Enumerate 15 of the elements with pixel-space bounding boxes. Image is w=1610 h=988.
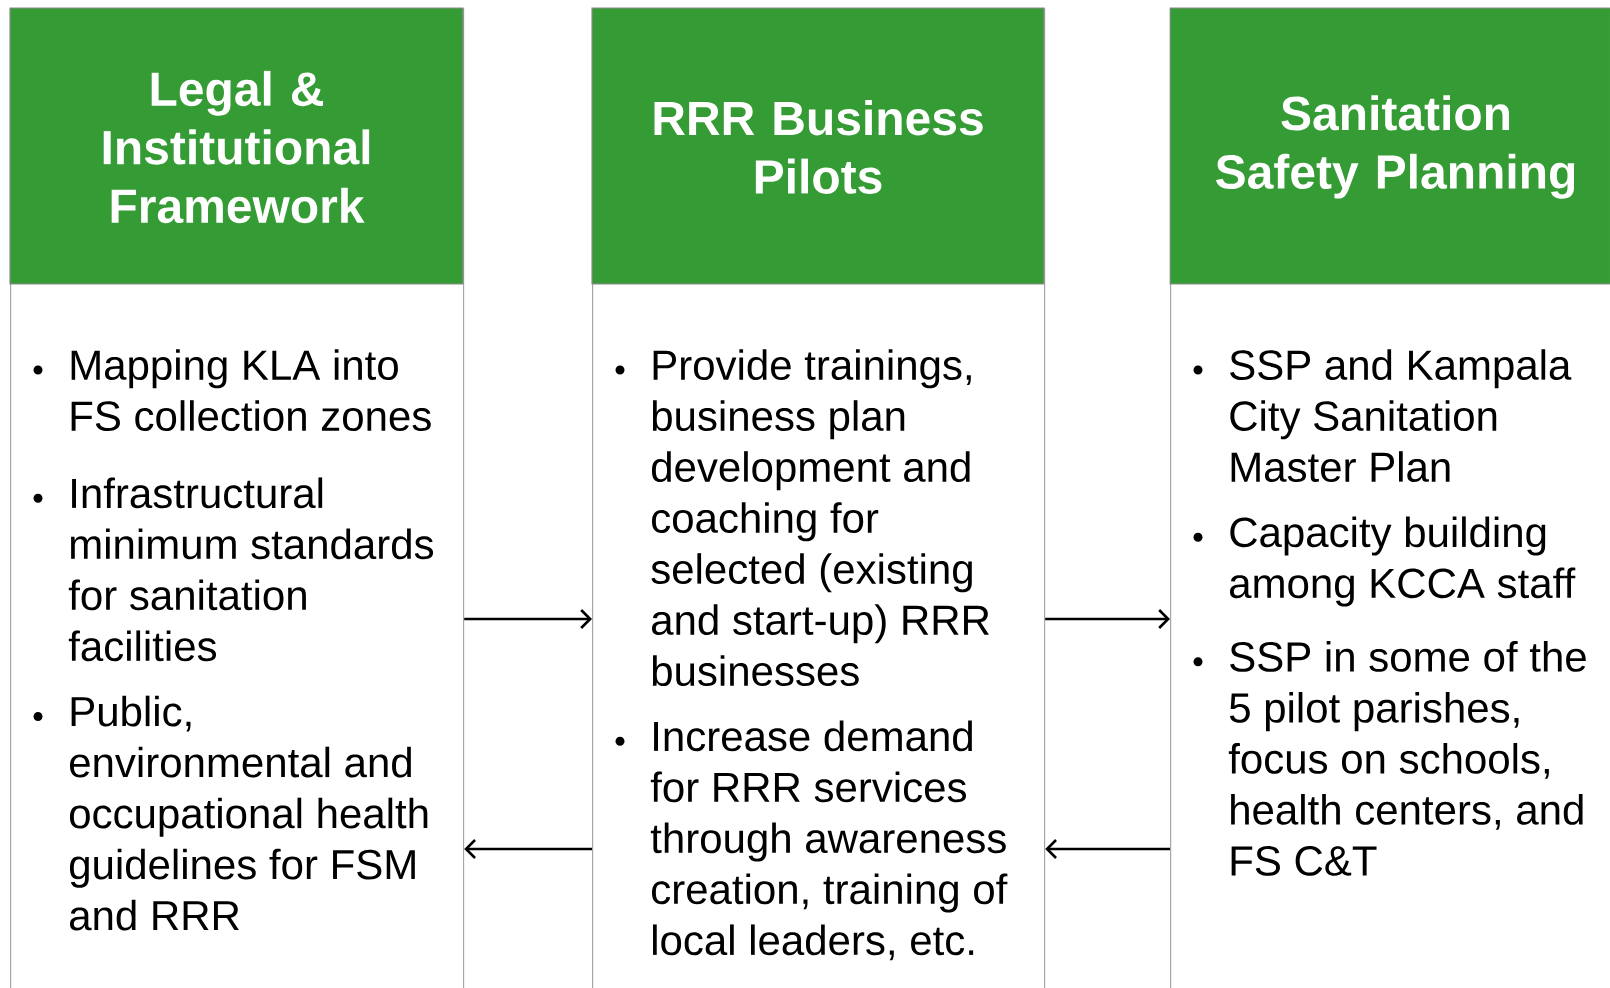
- header-band: RRR Business Pilots: [591, 7, 1045, 285]
- bullet-item: Provide trainings, business plan development and coaching for selected (existing and start-up) RRR businesses: [615, 349, 989, 687]
- arrow: [1045, 609, 1170, 629]
- header-band: Legal & Institutional Framework: [9, 7, 464, 285]
- header-band: Sanitation Safety Planning: [1169, 7, 1610, 285]
- arrow: [1045, 839, 1170, 859]
- arrow: [464, 609, 592, 629]
- bullet-item: Mapping KLA into FS collection zones: [33, 349, 431, 432]
- bullet-item: Public, environmental and occupational health guidelines for FSM and RRR: [33, 695, 428, 931]
- bullet-item: SSP and Kampala City Sanitation Master Plan: [1193, 349, 1572, 483]
- bullet-item: SSP in some of the 5 pilot parishes, focus on schools, health centers, and FS C&T: [1193, 641, 1586, 876]
- bullet-item: Infrastructural minimum standards for sanitation facilities: [33, 477, 434, 662]
- bullet-item: Capacity building among KCCA staff: [1193, 516, 1576, 607]
- arrow: [464, 839, 592, 859]
- bullet-item: Increase demand for RRR services through awareness creation, training of local leaders, etc.: [615, 720, 1008, 961]
